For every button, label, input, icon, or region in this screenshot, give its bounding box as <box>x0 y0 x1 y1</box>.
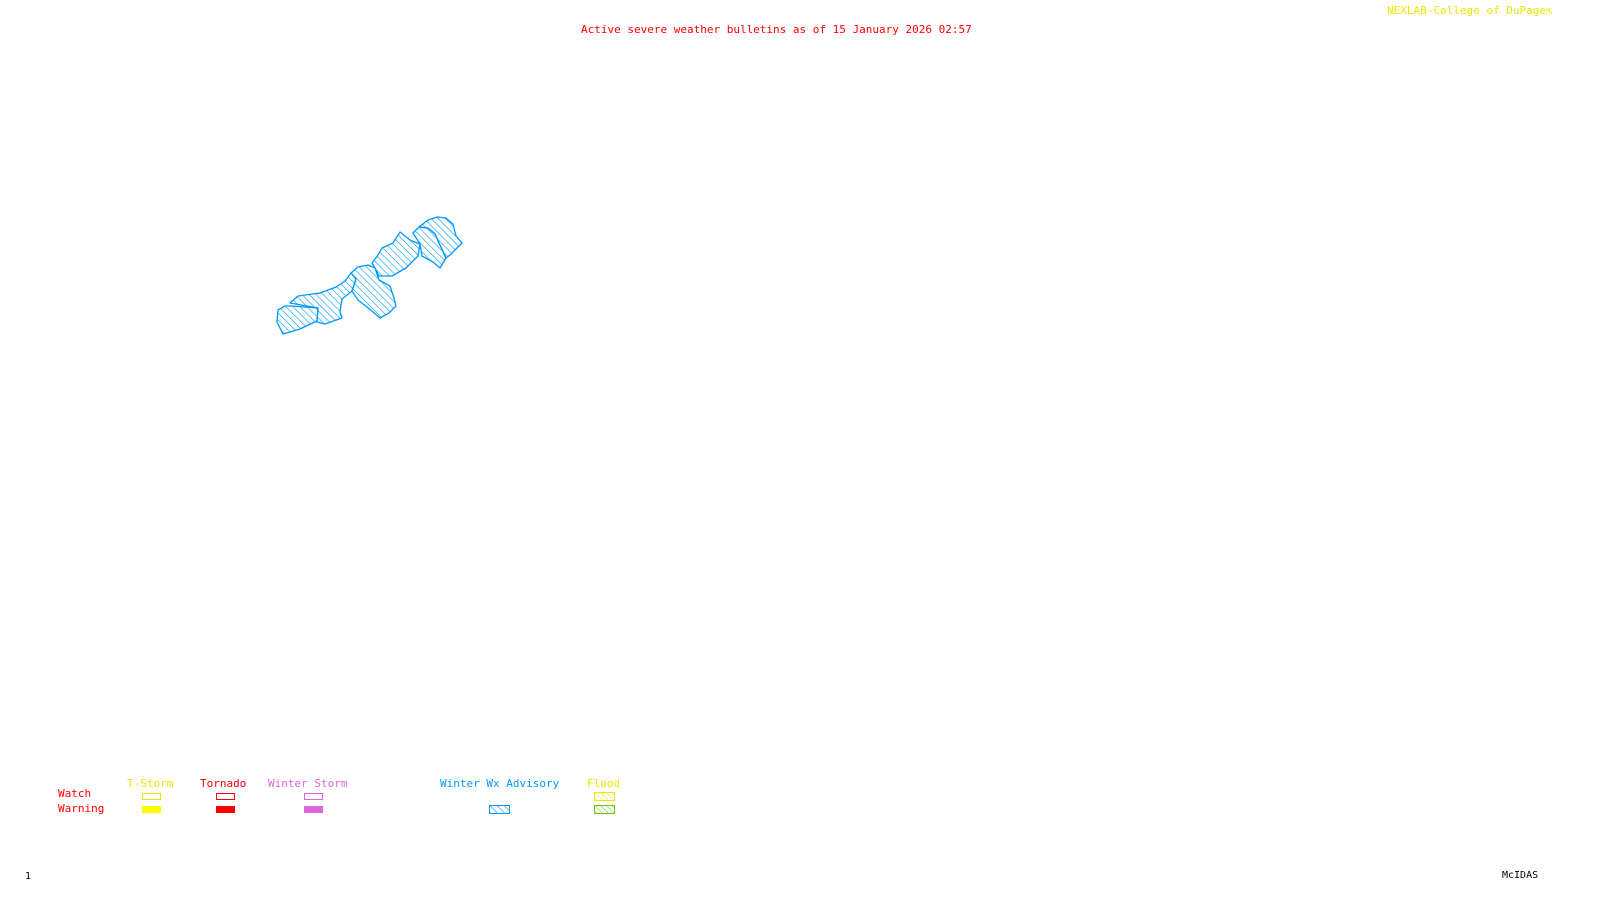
frame-number: 1 <box>25 871 32 882</box>
legend-tstorm-warning-swatch <box>142 806 161 813</box>
software-label: McIDAS <box>1502 870 1539 881</box>
legend-winter-storm-label: Winter Storm <box>268 777 348 790</box>
advisory-county <box>418 216 463 259</box>
legend-tornado-warning-swatch <box>216 806 235 813</box>
legend-winter-advisory-label: Winter Wx Advisory <box>440 777 560 790</box>
arrow-icon: ⇱ <box>1545 4 1553 17</box>
legend-winter-storm-watch-swatch <box>304 793 323 800</box>
credit-text: NEXLAB-College of DuPage <box>1387 4 1546 17</box>
page-title: Active severe weather bulletins as of 15… <box>581 23 972 36</box>
advisory-county <box>276 305 319 335</box>
legend-tstorm-label: T-Storm <box>127 777 174 790</box>
legend-flood-warning-swatch <box>594 805 615 814</box>
legend-flood-label: Flood <box>587 777 621 790</box>
advisory-county <box>350 264 397 319</box>
legend-tstorm-watch-swatch <box>142 793 161 800</box>
credit-label: NEXLAB-College of DuPage⇱ <box>1387 5 1553 17</box>
legend-watch-label: Watch <box>58 787 92 800</box>
legend-warning-label: Warning <box>58 802 105 815</box>
legend-tornado-watch-swatch <box>216 793 235 800</box>
legend-tornado-label: Tornado <box>200 777 247 790</box>
legend-winter-advisory-swatch <box>489 805 510 814</box>
advisory-county <box>371 231 421 277</box>
legend-flood-watch-swatch <box>594 792 615 801</box>
legend-winter-storm-warning-swatch <box>304 806 323 813</box>
